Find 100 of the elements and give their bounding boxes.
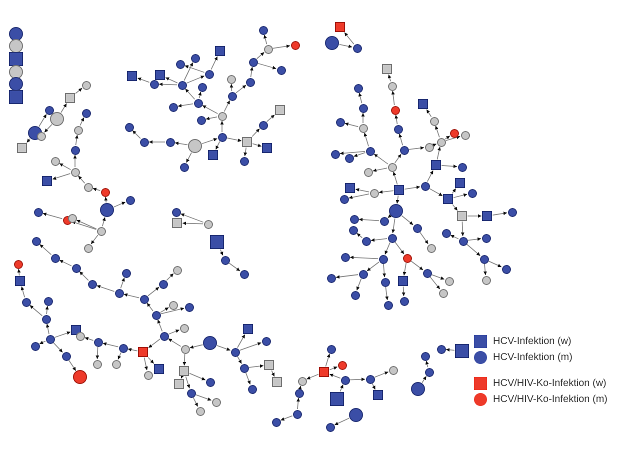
circle-node <box>482 234 490 242</box>
square-node <box>275 105 285 115</box>
arrow <box>118 352 122 360</box>
circle-node <box>188 139 202 153</box>
circle-node <box>70 146 80 154</box>
arrow <box>444 135 450 140</box>
legend-label: HCV-Infektion (m) <box>493 351 572 364</box>
circle-node <box>14 260 22 268</box>
circle-node <box>186 388 196 398</box>
circle-node <box>340 194 348 204</box>
circle-node <box>218 132 226 142</box>
square-node <box>138 347 148 357</box>
arrow <box>84 337 94 341</box>
arrow <box>402 262 407 276</box>
arrow <box>198 91 202 99</box>
arrow <box>431 274 445 280</box>
square-node <box>330 392 344 406</box>
arrow <box>266 114 275 122</box>
arrow <box>168 329 180 335</box>
circle-node <box>206 378 214 386</box>
circle-node <box>246 78 254 86</box>
circle-node <box>178 80 186 90</box>
circle-node <box>9 65 23 79</box>
circle-node <box>412 224 422 232</box>
circle-node <box>44 106 54 114</box>
circle-node <box>82 108 90 118</box>
circle-node <box>258 120 268 130</box>
arrow <box>271 370 275 377</box>
arrow <box>394 114 398 124</box>
arrow <box>296 398 300 410</box>
circle-node <box>378 254 388 264</box>
arrow <box>382 264 386 278</box>
circle-node <box>430 116 438 126</box>
circle-node <box>258 26 268 34</box>
arrow <box>123 293 140 298</box>
arrow <box>358 218 380 222</box>
circle-node <box>380 278 390 286</box>
square-node <box>154 364 164 374</box>
arrow <box>394 242 404 254</box>
circle-node <box>126 196 134 204</box>
arrow <box>401 215 414 226</box>
circle-node <box>204 70 214 78</box>
arrow <box>394 154 402 164</box>
arrow <box>398 133 404 146</box>
circle-node <box>384 300 392 310</box>
arrow <box>177 103 194 108</box>
circle-node <box>122 268 130 278</box>
circle-node <box>422 268 432 278</box>
arrow <box>45 306 49 314</box>
square-node <box>243 324 253 334</box>
circle-node <box>70 168 80 176</box>
arrow <box>92 188 101 192</box>
circle-node <box>176 60 184 68</box>
circle-node <box>366 146 374 156</box>
arrow <box>334 418 350 426</box>
circle-node <box>140 138 148 146</box>
circle-node <box>194 98 202 108</box>
circle-node <box>172 266 182 274</box>
circle-node <box>62 352 70 360</box>
arrow <box>336 274 358 279</box>
square-node <box>264 360 274 370</box>
arrow <box>460 221 464 236</box>
circle-node <box>150 80 158 88</box>
arrow <box>402 286 406 296</box>
arrow <box>492 212 508 216</box>
arrow <box>189 372 206 380</box>
arrow <box>148 357 154 364</box>
arrow <box>58 162 72 170</box>
arrow <box>272 44 290 49</box>
circle-node <box>72 264 80 272</box>
circle-node <box>50 112 64 126</box>
circle-node <box>168 102 178 112</box>
arrow <box>356 232 363 238</box>
arrow <box>168 338 182 347</box>
arrow <box>20 286 26 298</box>
arrow <box>252 128 260 137</box>
arrow <box>358 92 362 104</box>
arrow <box>353 152 366 157</box>
arrow <box>104 196 108 203</box>
circle-node <box>352 44 362 52</box>
circle-node <box>212 398 220 406</box>
arrow <box>180 213 204 223</box>
circle-node <box>168 300 178 310</box>
arrow <box>430 276 440 290</box>
arrow <box>29 304 43 316</box>
arrow <box>79 271 89 281</box>
square-node <box>208 150 218 160</box>
circle-node <box>458 162 466 172</box>
arrow <box>96 346 100 360</box>
arrow <box>160 307 170 313</box>
square-node <box>398 276 408 286</box>
arrow <box>230 84 234 92</box>
circle-node <box>228 92 236 100</box>
arrow <box>338 44 353 48</box>
circle-node <box>400 146 408 154</box>
arrow <box>385 286 389 300</box>
circle-node <box>248 58 258 66</box>
arrow <box>236 84 246 94</box>
arrow <box>44 124 52 133</box>
circle-node <box>264 44 272 54</box>
